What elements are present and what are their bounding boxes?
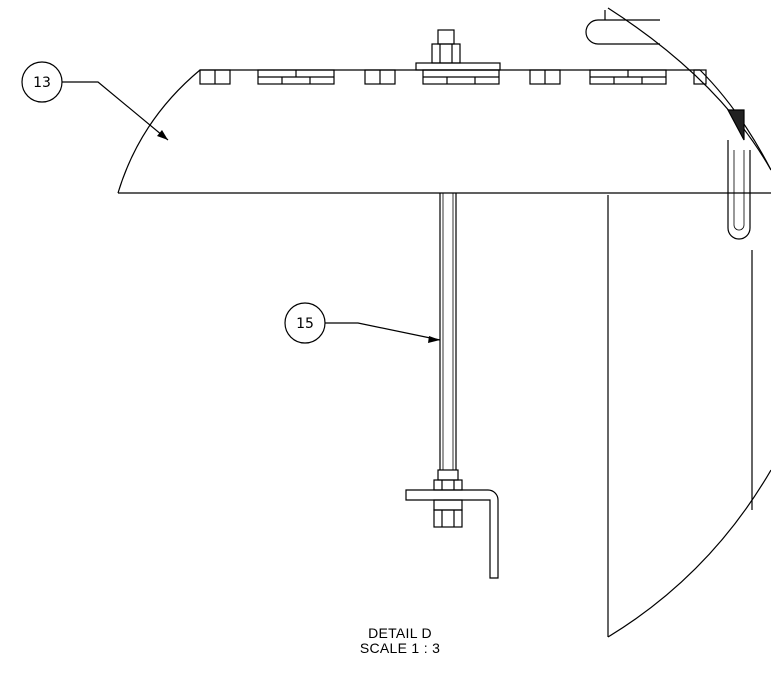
- balloon-13: 13: [21, 61, 169, 141]
- balloon-15-label: 15: [296, 316, 314, 332]
- cover-plate: [117, 69, 771, 194]
- balloon-15: 15: [284, 302, 441, 344]
- balloon-13-label: 13: [33, 75, 51, 91]
- bottom-fastener-bracket: [405, 469, 499, 579]
- threaded-rod: [439, 193, 457, 470]
- right-cylinder-outline: [607, 7, 771, 638]
- right-slot-bracket: [727, 140, 751, 240]
- detail-scale: SCALE 1 : 3: [359, 640, 441, 656]
- plate-clips: [199, 69, 707, 85]
- top-bolt-assembly: [415, 29, 501, 85]
- top-u-bracket: [585, 10, 660, 45]
- weld-fillet: [727, 109, 745, 141]
- detail-title: DETAIL D: [368, 625, 432, 641]
- detail-caption: DETAIL D SCALE 1 : 3: [300, 626, 500, 656]
